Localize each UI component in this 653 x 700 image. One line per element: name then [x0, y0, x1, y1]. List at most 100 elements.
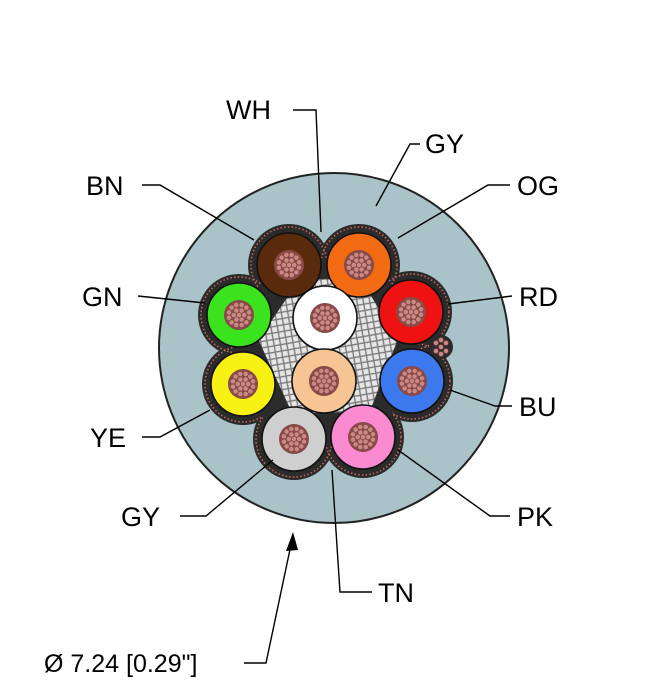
conductor-strand — [323, 367, 330, 374]
conductor-strand — [283, 272, 290, 279]
conductor-strand — [230, 383, 236, 390]
conductor-strand — [298, 443, 305, 450]
conductor-strand — [411, 367, 418, 374]
conductor-strand — [416, 385, 423, 392]
conductor-strand — [413, 309, 420, 315]
leader-wh — [293, 109, 322, 233]
conductor-strand — [398, 311, 404, 318]
conductor-strand — [370, 431, 376, 438]
conductor-strand — [228, 319, 235, 326]
conductor-strand — [318, 368, 325, 374]
conductor-strand — [288, 446, 295, 453]
conductor-strand — [246, 309, 252, 316]
conductor-strand — [406, 368, 413, 374]
conductor-strand — [281, 438, 287, 445]
conductor-strand — [242, 370, 249, 377]
conductor-strand — [415, 301, 422, 308]
conductor-strand — [233, 322, 240, 329]
conductor-strand — [362, 429, 369, 436]
label-gn: GN — [82, 282, 123, 312]
core-white-conductor — [310, 303, 340, 333]
core-green-conductor — [224, 300, 254, 330]
conductor-strand — [288, 426, 295, 432]
conductor-strand — [331, 375, 337, 382]
conductor-strand — [318, 388, 325, 395]
conductor-strand — [406, 373, 413, 380]
conductor-strand — [229, 378, 236, 385]
conductor-strand — [367, 441, 374, 448]
conductor-strand — [411, 382, 418, 389]
conductor-strand — [370, 436, 377, 443]
conductor-strand — [366, 259, 372, 266]
conductor-strand — [283, 257, 290, 264]
conductor-strand — [324, 304, 331, 311]
conductor-strand — [400, 301, 407, 308]
conductor-strand — [406, 388, 413, 395]
core-green — [206, 282, 272, 348]
conductor-strand — [283, 428, 290, 435]
conductor-strand — [315, 378, 322, 384]
conductor-strand — [400, 316, 407, 323]
label-og: OG — [517, 171, 559, 201]
drain-wire-strand — [438, 337, 444, 343]
diameter-label: Ø 7.24 [0.29"] — [44, 650, 197, 678]
conductor-strand — [316, 315, 323, 321]
conductor-strand — [402, 309, 409, 315]
conductor-strand — [352, 441, 359, 448]
conductor-strand — [293, 254, 300, 261]
conductor-strand — [237, 376, 244, 383]
leader-diameter — [244, 539, 293, 664]
conductor-strand — [358, 257, 365, 264]
conductor-strand — [328, 385, 335, 392]
core-blue-conductor — [397, 366, 427, 396]
core-orange — [326, 232, 392, 298]
conductor-strand — [237, 391, 244, 398]
conductor-strand — [285, 436, 292, 442]
conductor-strand — [348, 254, 355, 261]
conductor-strand — [238, 316, 245, 323]
conductor-strand — [230, 312, 237, 318]
conductor-strand — [405, 299, 412, 305]
conductor-strand — [357, 429, 364, 436]
core-blue — [379, 348, 445, 414]
conductor-strand — [318, 373, 325, 380]
core-tan-conductor — [309, 366, 339, 396]
conductor-strand — [401, 370, 408, 377]
conductor-strand — [358, 272, 365, 278]
conductor-strand — [247, 388, 254, 395]
conductor-strand — [293, 431, 300, 438]
conductor-strand — [288, 431, 295, 438]
conductor-strand — [328, 370, 335, 377]
drain-wire-strand — [438, 344, 444, 350]
conductor-strand — [234, 381, 241, 387]
label-pk: PK — [517, 502, 553, 532]
conductor-strand — [410, 298, 417, 305]
conductor-strand — [242, 376, 249, 383]
conductor-strand — [276, 264, 282, 271]
conductor-strand — [237, 371, 244, 377]
core-red-conductor — [396, 297, 426, 327]
conductor-strand — [319, 310, 326, 317]
conductor-strand — [250, 383, 257, 390]
conductor-strand — [323, 373, 330, 380]
drain-wire-strand — [433, 348, 439, 354]
conductor-strand — [311, 312, 318, 319]
conductor-strand — [242, 391, 249, 397]
conductor-strand — [399, 380, 405, 387]
leader-og — [397, 184, 510, 239]
label-bu: BU — [519, 392, 557, 422]
conductor-strand — [414, 378, 421, 384]
conductor-strand — [326, 378, 333, 384]
conductor-strand — [278, 254, 285, 261]
conductor-strand — [362, 444, 369, 450]
conductor-strand — [288, 272, 295, 278]
conductor-strand — [398, 375, 405, 382]
conductor-strand — [415, 316, 422, 323]
conductor-strand — [247, 373, 254, 380]
conductor-strand — [243, 304, 250, 311]
conductor-strand — [327, 315, 334, 321]
conductor-strand — [319, 305, 326, 311]
conductor-strand — [280, 262, 287, 268]
conductor-strand — [362, 423, 369, 430]
conductor-strand — [246, 314, 253, 321]
